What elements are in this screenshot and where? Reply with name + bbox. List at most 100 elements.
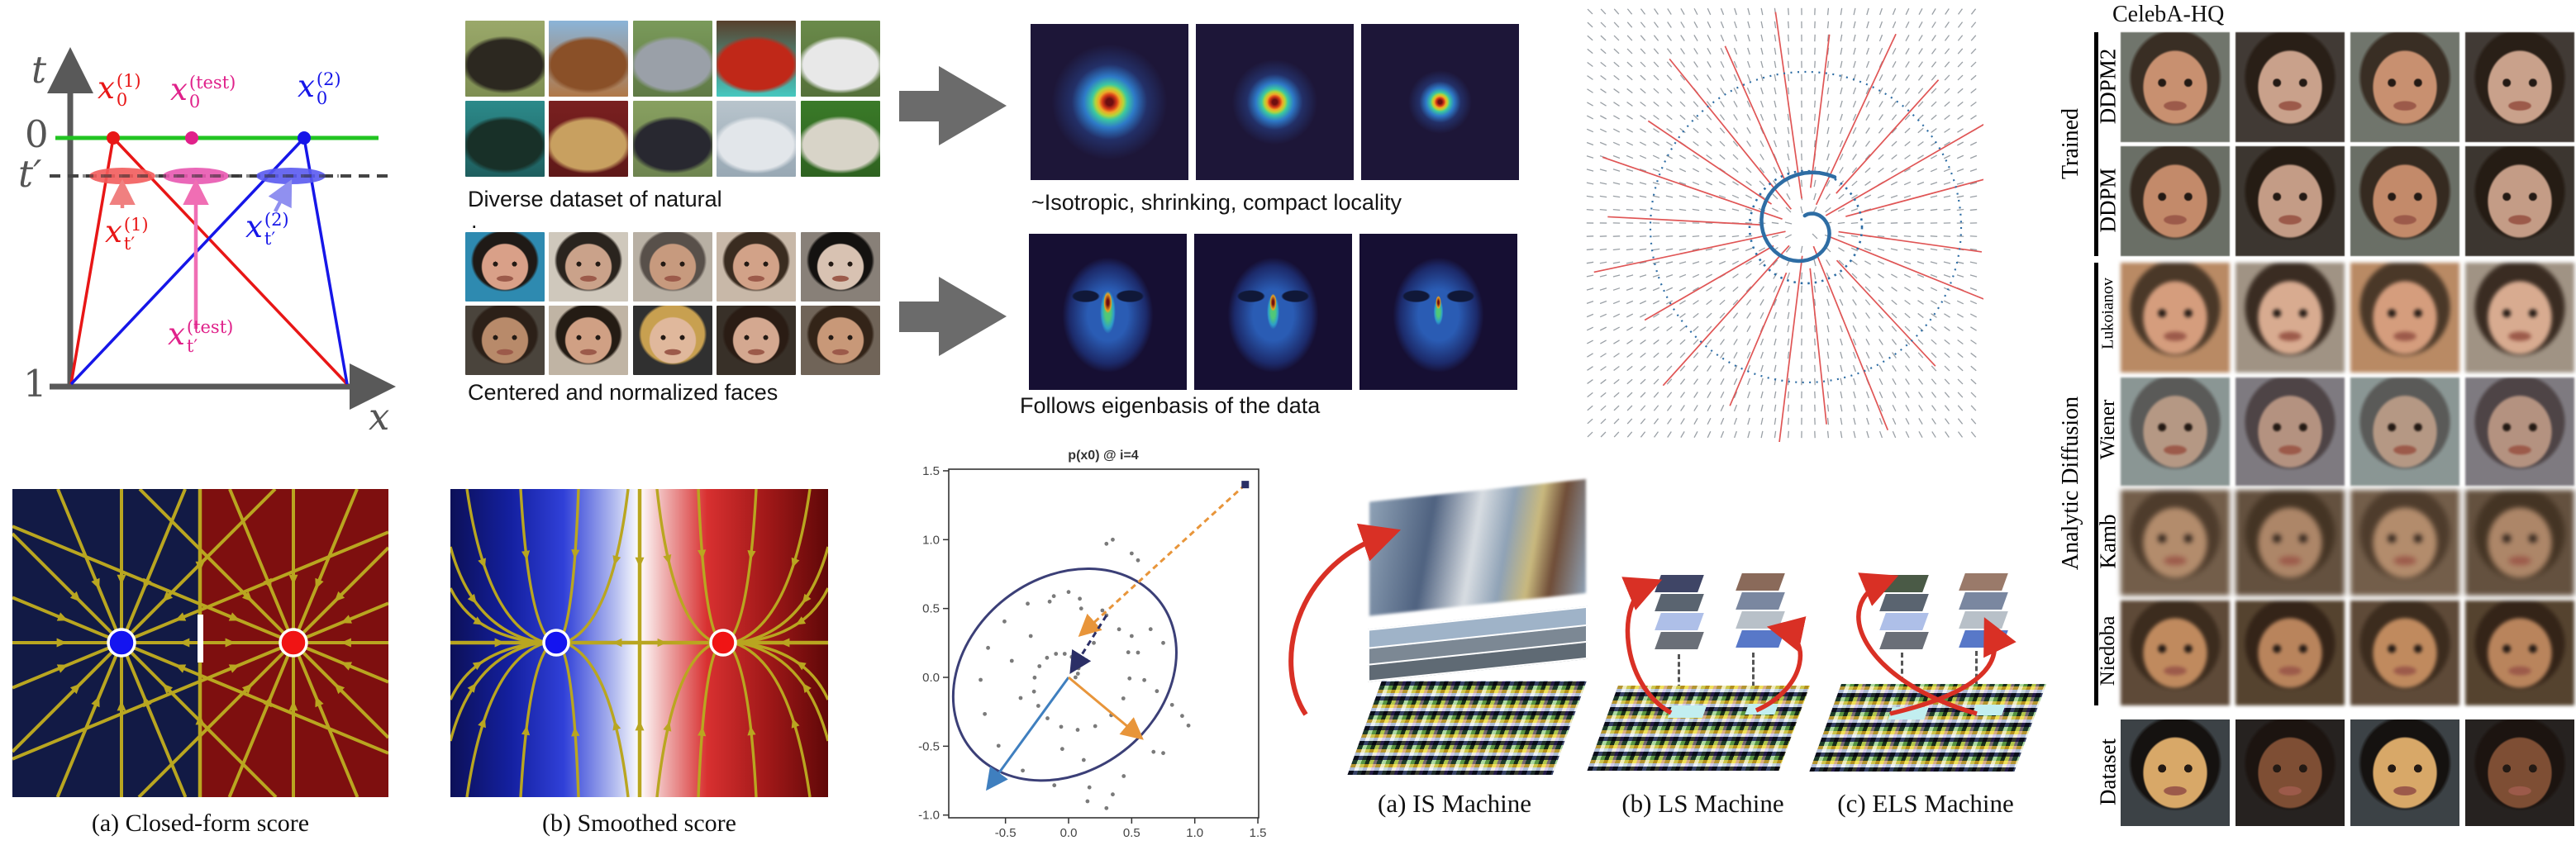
celeba-cell-dataset-3 xyxy=(2350,719,2459,826)
tick-zero: 0 xyxy=(25,112,49,156)
is-arrow xyxy=(1288,523,1402,716)
natural-grid-caption: Diverse dataset of natural xyxy=(468,187,722,211)
face-tile-1 xyxy=(465,232,545,302)
celeba-cell-lukoianov-2 xyxy=(2236,263,2345,373)
svg-text:-1.0: -1.0 xyxy=(918,809,940,823)
celeba-cell-kamb-4 xyxy=(2465,490,2574,596)
celeba-cell-ddpm2-2 xyxy=(2236,32,2345,142)
isotropic-heatmap-1 xyxy=(1031,24,1188,180)
svg-text:1.0: 1.0 xyxy=(922,533,940,547)
celeba-row-label-ddpm2: DDPM2 xyxy=(2095,48,2121,124)
celeba-row-label-niedoba: Niedoba xyxy=(2097,615,2119,686)
arrow-shaft xyxy=(899,302,939,332)
faces-image-grid xyxy=(465,232,880,375)
face-tile-2 xyxy=(549,232,629,302)
machine-red-arrows xyxy=(1288,523,2017,716)
celeba-cell-lukoianov-4 xyxy=(2465,263,2574,373)
celeba-cell-wiener-2 xyxy=(2236,378,2345,486)
arrow-head xyxy=(939,277,1007,356)
svg-text:p(x0) @ i=4: p(x0) @ i=4 xyxy=(1068,449,1139,463)
face-tile-8 xyxy=(632,306,712,375)
eigenbasis-heatmap-3 xyxy=(1359,234,1517,390)
svg-text:0.5: 0.5 xyxy=(1123,826,1140,840)
natural-tile-silver-car xyxy=(632,21,712,97)
arrow-shaft xyxy=(899,91,939,121)
is-machine-caption: (a) IS Machine xyxy=(1378,789,1531,818)
celeba-cell-ddpm2-1 xyxy=(2121,32,2230,142)
celeba-cell-dataset-2 xyxy=(2236,719,2345,826)
celeba-cell-wiener-4 xyxy=(2465,378,2574,486)
blue-up-arrow xyxy=(268,179,293,213)
face-tile-9 xyxy=(717,306,797,375)
tick-tprime: t′ xyxy=(18,152,42,196)
celeba-cell-ddpm2-3 xyxy=(2350,32,2459,142)
celeba-group-bar-analytic-diffusion xyxy=(2094,263,2098,705)
celeba-cell-kamb-3 xyxy=(2350,490,2459,596)
celeba-cell-ddpm-3 xyxy=(2350,146,2459,256)
faces-to-eigen-arrow-icon xyxy=(899,277,1007,357)
celeba-group-bar-trained xyxy=(2094,32,2098,256)
els-machine-caption: (c) ELS Machine xyxy=(1837,789,2014,818)
spiral-vector-field xyxy=(1586,7,1983,442)
ls-left-connector xyxy=(1678,654,1680,697)
x0-1-point xyxy=(107,131,120,145)
celeba-row-label-kamb: Kamb xyxy=(2095,514,2121,569)
face-tile-4 xyxy=(717,232,797,302)
face-tile-6 xyxy=(465,306,545,375)
eigenbasis-heatmap-2 xyxy=(1194,234,1352,390)
face-tile-5 xyxy=(800,232,880,302)
tick-one: 1 xyxy=(23,362,47,406)
x0-1-label: x (1)0 xyxy=(98,70,141,110)
els-right-connector xyxy=(1975,651,1978,694)
ls-machine-caption: (b) LS Machine xyxy=(1621,789,1784,818)
ls-left-arrow xyxy=(1621,577,1673,715)
celeba-cell-lukoianov-3 xyxy=(2350,263,2459,373)
celeba-row-label-ddpm: DDPM xyxy=(2095,167,2121,233)
ls-right-connector xyxy=(1752,653,1755,694)
xt-2-label: x (2)t′ xyxy=(245,209,289,249)
celeba-row-label-lukoianov: Lukoianov xyxy=(2098,277,2117,349)
celeba-cell-ddpm-4 xyxy=(2465,146,2574,256)
natural-tile-red-car xyxy=(717,21,797,97)
closed-form-score-panel xyxy=(12,489,388,797)
celeba-cell-lukoianov-1 xyxy=(2121,263,2230,373)
celeba-title: CelebA-HQ xyxy=(2112,2,2225,27)
svg-text:0.5: 0.5 xyxy=(922,602,940,616)
isotropic-heatmap-2 xyxy=(1196,24,1354,180)
isotropic-heatmap-3 xyxy=(1361,24,1519,180)
svg-text:0.0: 0.0 xyxy=(1060,826,1078,840)
celeba-group-label-analytic-diffusion: Analytic Diffusion xyxy=(2058,396,2083,571)
natural-grid-caption-overflow: . xyxy=(471,208,478,233)
x0-2-point xyxy=(298,131,311,145)
celeba-cell-dataset-1 xyxy=(2121,719,2230,826)
x0-test-point xyxy=(185,131,198,145)
natural-tile-bird xyxy=(800,101,880,177)
faces-grid-caption: Centered and normalized faces xyxy=(468,380,779,405)
svg-text:1.5: 1.5 xyxy=(922,464,940,478)
ls-right-arrow xyxy=(1755,616,1807,713)
svg-text:1.0: 1.0 xyxy=(1186,826,1203,840)
celeba-row-label-wiener: Wiener xyxy=(2097,399,2119,459)
isotropic-caption: ~Isotropic, shrinking, compact locality xyxy=(1031,190,1402,215)
x0-test-label: x (test)0 xyxy=(170,72,236,112)
natural-tile-dark-horse xyxy=(632,101,712,177)
natural-image-grid xyxy=(465,21,880,177)
els-left-connector xyxy=(1901,653,1903,698)
celeba-cell-niedoba-3 xyxy=(2350,601,2459,705)
natural-tile-ostrich xyxy=(465,21,545,97)
boundary-notch xyxy=(198,615,203,662)
svg-text:1.5: 1.5 xyxy=(1250,826,1267,840)
smoothed-score-panel xyxy=(450,489,828,797)
celeba-group-label-trained: Trained xyxy=(2058,107,2083,179)
natural-tile-white-van xyxy=(800,21,880,97)
face-tile-7 xyxy=(549,306,629,375)
celeba-cell-kamb-2 xyxy=(2236,490,2345,596)
celeba-cell-wiener-3 xyxy=(2350,378,2459,486)
natural-tile-dog-chair xyxy=(549,101,629,177)
smoothed-caption: (b) Smoothed score xyxy=(542,810,736,837)
xt-1-label: x (1)t′ xyxy=(105,214,149,254)
natural-tile-ship xyxy=(465,101,545,177)
celeba-cell-wiener-1 xyxy=(2121,378,2230,486)
celeba-cell-ddpm2-4 xyxy=(2465,32,2574,142)
